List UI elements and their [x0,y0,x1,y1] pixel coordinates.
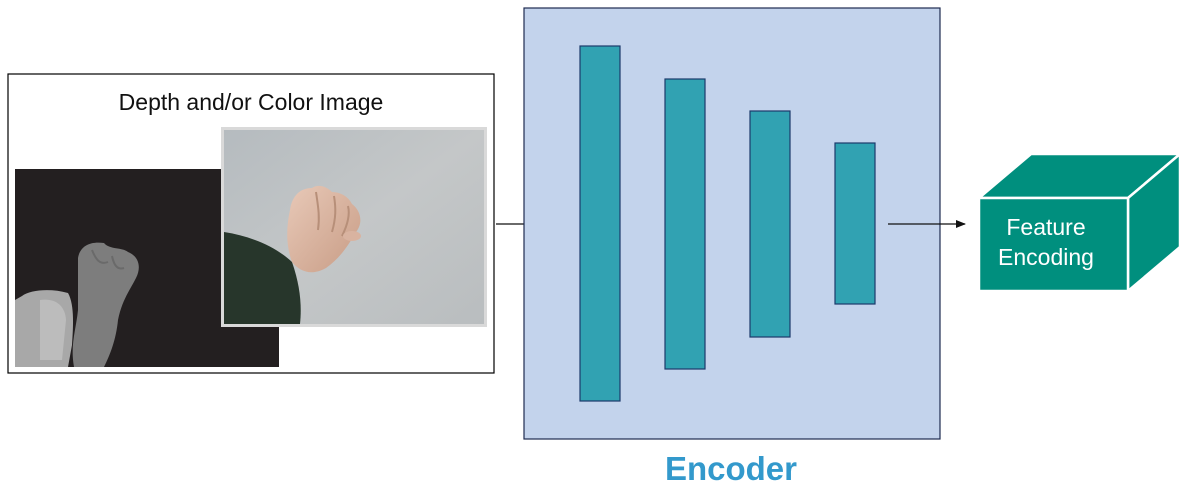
encoder-label: Encoder [665,450,797,487]
encoder-layer-2 [664,78,706,370]
encoder-layer-3 [749,110,791,338]
encoder-block [523,7,941,440]
color-hand-photo [221,127,487,327]
feature-label-line2: Encoding [998,244,1094,270]
feature-label-line1: Feature [1006,214,1085,240]
input-panel-title: Depth and/or Color Image [119,89,384,115]
feature-encoding-cube: Feature Encoding [975,151,1184,294]
encoder-layer-1 [579,45,621,402]
input-panel: Depth and/or Color Image [7,73,495,374]
cube-front-face [977,196,1130,293]
encoder-layer-4 [834,142,876,305]
